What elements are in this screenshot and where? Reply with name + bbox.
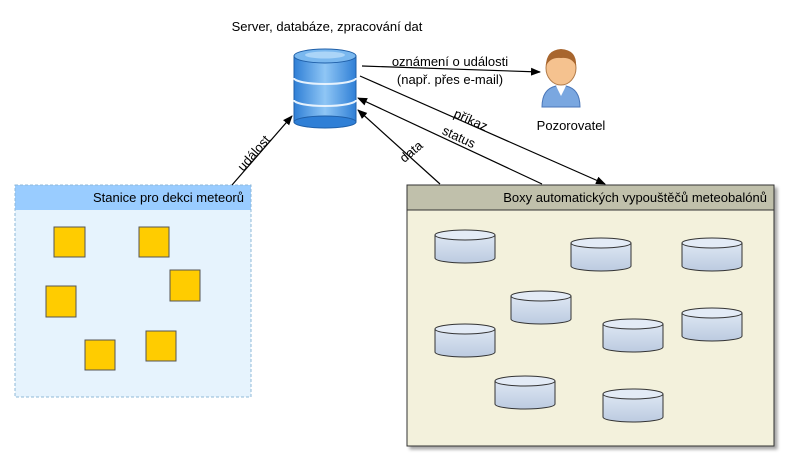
station xyxy=(169,269,201,302)
data-arrow xyxy=(357,109,441,185)
station xyxy=(84,339,116,371)
meteor-stations-container: Stanice pro dekci meteorů xyxy=(14,184,252,398)
station xyxy=(45,285,77,318)
data-label: data xyxy=(397,137,427,165)
launcher-box xyxy=(681,307,743,342)
status-arrow xyxy=(357,97,543,185)
launcher-box xyxy=(510,290,572,325)
launcher-box xyxy=(434,323,496,358)
launcher-box xyxy=(681,237,743,272)
event-arrow xyxy=(231,115,293,186)
event-label: událost xyxy=(234,132,273,174)
meteor-stations-title: Stanice pro dekci meteorů xyxy=(93,190,244,205)
station xyxy=(53,226,86,258)
station xyxy=(138,226,170,258)
observer-label: Pozorovatel xyxy=(537,118,606,133)
database-icon xyxy=(293,48,357,129)
launcher-box xyxy=(602,388,664,423)
launcher-box xyxy=(494,375,556,410)
station-squares xyxy=(45,226,201,371)
launcher-box xyxy=(602,318,664,353)
station xyxy=(145,330,177,362)
notification-label-line2: (např. přes e-mail) xyxy=(397,72,503,87)
launcher-box xyxy=(434,229,496,264)
launcher-box xyxy=(570,237,632,272)
server-label: Server, databáze, zpracování dat xyxy=(232,19,423,34)
launcher-box-cylinders xyxy=(434,229,743,423)
notification-arrow xyxy=(361,65,541,76)
person-icon xyxy=(541,49,581,108)
launcher-boxes-title: Boxy automatických vypouštěčů meteobalón… xyxy=(503,190,767,205)
command-arrow xyxy=(359,75,606,185)
notification-label-line1: oznámení o události xyxy=(392,54,508,69)
